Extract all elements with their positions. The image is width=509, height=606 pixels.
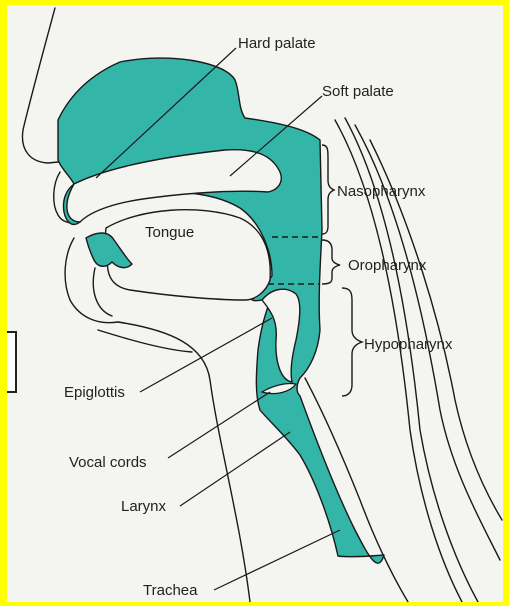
vocal-cords-label: Vocal cords xyxy=(69,455,147,470)
trachea-leader xyxy=(214,530,340,590)
larynx-leader xyxy=(180,432,290,506)
hard-palate-label: Hard palate xyxy=(238,36,316,51)
hypopharynx-label: Hypopharynx xyxy=(364,337,452,352)
airway-diagram xyxy=(7,5,503,602)
oropharynx-label: Oropharynx xyxy=(348,258,426,273)
epiglottis-label: Epiglottis xyxy=(64,385,125,400)
larynx-label: Larynx xyxy=(121,499,166,514)
diagram-frame: Hard palate Soft palate Nasopharynx Tong… xyxy=(7,5,503,602)
nasopharynx-brace xyxy=(322,145,334,234)
oropharynx-brace xyxy=(322,240,340,284)
tongue-label: Tongue xyxy=(145,225,194,240)
trachea-label: Trachea xyxy=(143,583,197,598)
soft-palate-label: Soft palate xyxy=(322,84,394,99)
jaw-line xyxy=(98,330,192,352)
epiglottis-leader xyxy=(140,318,272,392)
airway-shape xyxy=(58,58,384,563)
nose-outline xyxy=(22,8,58,163)
left-edge-box xyxy=(7,331,17,393)
hypopharynx-brace xyxy=(342,288,362,396)
nasopharynx-label: Nasopharynx xyxy=(337,184,425,199)
vocal-cords-leader xyxy=(168,392,270,458)
